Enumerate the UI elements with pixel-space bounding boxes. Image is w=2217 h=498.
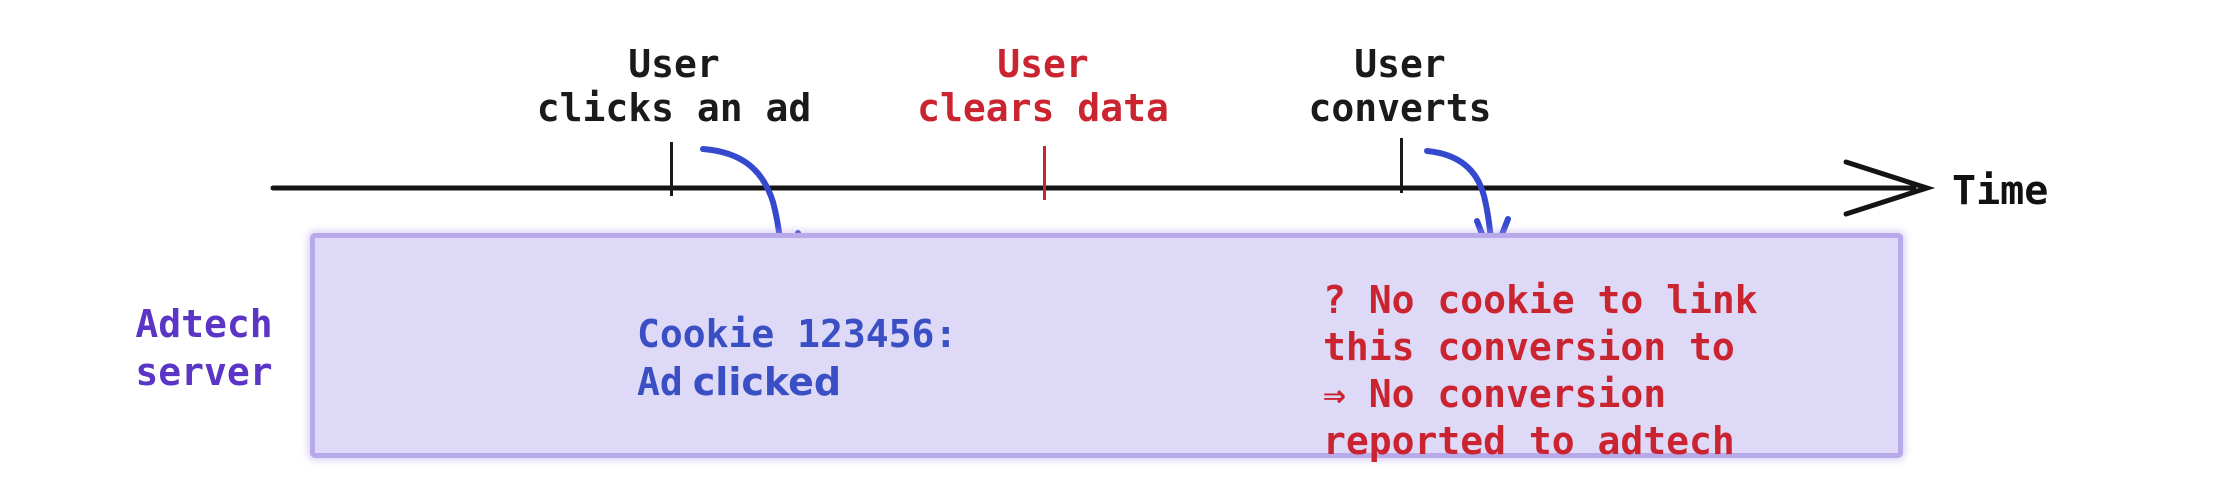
adtech-server-label: Adtech server [135, 300, 272, 396]
cookie-note-line: Cookie 123456: [637, 312, 958, 356]
tick-user-clears-data [1043, 146, 1046, 200]
tick-user-converts [1400, 138, 1403, 193]
cookie-note-emphasis: clicked [692, 360, 842, 404]
no-conversion-note-line: this conversion to [1323, 325, 1735, 369]
event-label-user-clears-data: User clears data [917, 42, 1169, 130]
no-conversion-note-line: reported to adtech [1323, 419, 1735, 463]
event-label-user-clicks-ad: User clicks an ad [537, 42, 812, 130]
adtech-server-box [310, 233, 1903, 458]
adtech-server-label-line: Adtech [135, 302, 273, 346]
adtech-server-label-line: server [135, 350, 273, 394]
no-conversion-note-line: ⇒ No conversion [1323, 372, 1667, 416]
no-conversion-note: ? No cookie to link this conversion to ⇒… [1323, 277, 1758, 465]
event-label-line: clicks an ad [536, 86, 812, 130]
event-label-line: clears data [917, 86, 1169, 130]
event-label-line: User [997, 42, 1089, 86]
event-label-line: User [628, 42, 720, 86]
time-axis-label: Time [1952, 168, 2049, 214]
event-label-user-converts: User converts [1308, 42, 1491, 130]
timeline-arrowhead-icon [1843, 159, 1936, 217]
tick-user-clicks-ad [670, 142, 673, 196]
cookie-note-prefix: Ad [637, 360, 683, 404]
event-label-line: User [1354, 42, 1446, 86]
event-label-line: converts [1308, 86, 1492, 130]
no-conversion-note-line: ? No cookie to link [1323, 278, 1758, 322]
